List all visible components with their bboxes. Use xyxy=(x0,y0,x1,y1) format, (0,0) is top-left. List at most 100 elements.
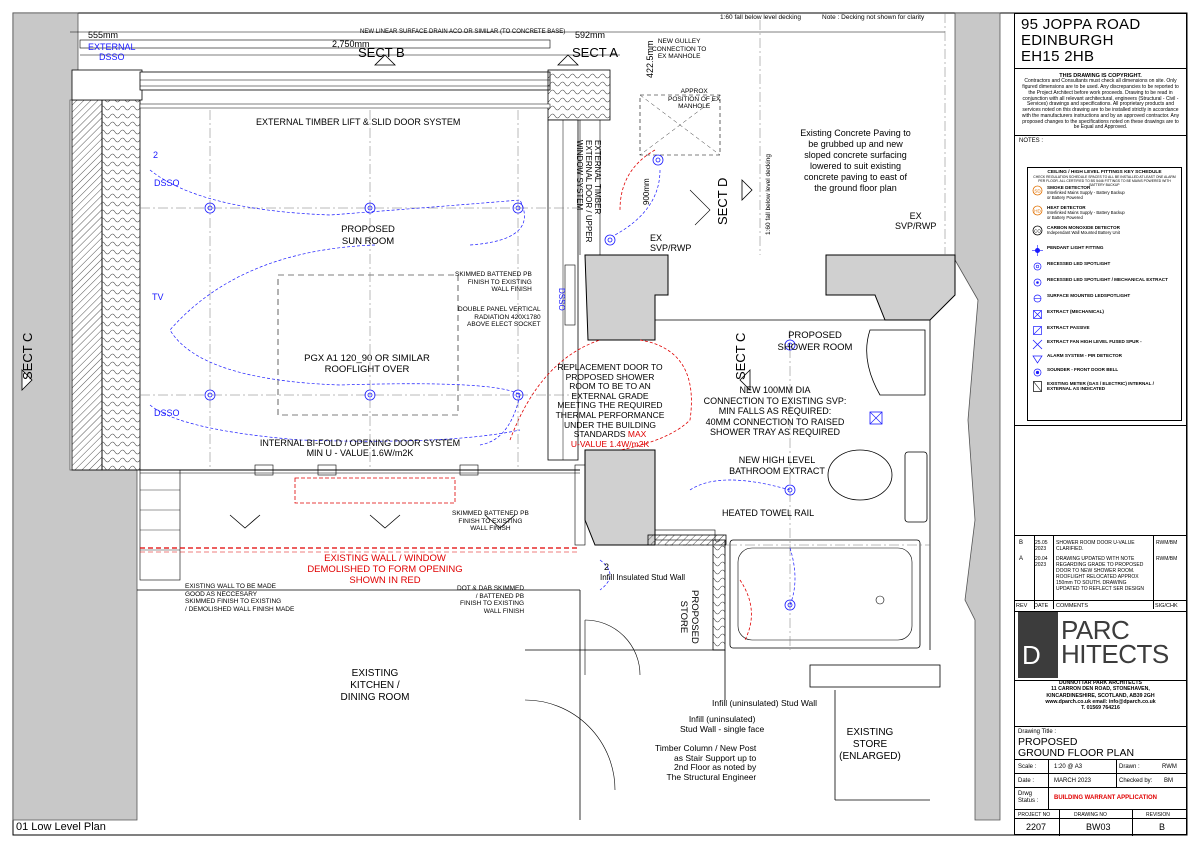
legend-item: EXISTING METER (GAS / ELECTRIC) INTERNAL… xyxy=(1032,381,1178,395)
project-address: 95 JOPPA ROAD EDINBURGH EH15 2HB xyxy=(1015,14,1186,69)
dim-422: 422.5mm xyxy=(645,40,655,78)
num-2a: 2 xyxy=(153,150,159,160)
sect-b: SECT B xyxy=(358,45,405,60)
title-block: 95 JOPPA ROAD EDINBURGH EH15 2HB THIS DR… xyxy=(1014,13,1187,835)
drawing-number: BW03 xyxy=(1086,822,1111,832)
fittings-legend: CEILING / HIGH LEVEL FITTINGS KEY SCHEDU… xyxy=(1027,167,1182,421)
legend-item: EXTRACT PASSIVE xyxy=(1032,325,1178,339)
alarm-icon xyxy=(1032,353,1043,364)
towel-rail-note: HEATED TOWEL RAIL xyxy=(722,508,815,518)
dim-2750: 2,750mm xyxy=(332,39,370,49)
extract-pass-icon xyxy=(1032,325,1043,336)
existing-wall-east xyxy=(954,12,1001,821)
scale-row: Scale : 1:20 @ A3 Drawn : RWM xyxy=(1014,759,1187,774)
legend-item: RECESSED LED SPOTLIGHT xyxy=(1032,261,1178,275)
decking-note: Note : Decking not shown for clarity xyxy=(822,14,925,21)
sect-d: SECT D xyxy=(715,177,730,225)
dim-900: 900mm xyxy=(642,178,651,205)
revision-row: A 20.04 2023 DRAWING UPDATED WITH NOTE R… xyxy=(1019,556,1178,592)
legend-note: CHECK REGULATION SCHEDULE SPACES TO ALL … xyxy=(1033,175,1176,187)
view-title: 01 Low Level Plan xyxy=(16,821,106,833)
legend-item: EXTRACT FAN HIGH LEVEL FUSED SPUR - xyxy=(1032,339,1178,353)
revision-row: B 25.05 2023 SHOWER ROOM DOOR U-VALUE CL… xyxy=(1019,540,1178,552)
legend-item: RECESSED LED SPOTLIGHT / MECHANICAL EXTR… xyxy=(1032,277,1178,291)
tv-label: TV xyxy=(152,292,164,302)
notes-label: NOTES : xyxy=(1019,138,1044,144)
fan-icon xyxy=(1032,339,1043,350)
copyright-note: THIS DRAWING IS COPYRIGHT. Contractors a… xyxy=(1015,69,1186,136)
infill-single-note: Infill (uninsulated)Stud Wall - single f… xyxy=(680,714,765,734)
legend-item: PENDANT LIGHT FITTING xyxy=(1032,245,1178,259)
basin xyxy=(866,329,926,396)
heat-icon: HD xyxy=(1032,205,1043,216)
extract-mech-icon xyxy=(1032,309,1043,320)
sounder-icon xyxy=(1032,367,1043,378)
recessed-icon xyxy=(1032,261,1043,272)
dsso-1: DSSO xyxy=(154,178,180,188)
co-icon: CO xyxy=(1032,225,1043,236)
fall-note-2: 1:60 fall below level decking xyxy=(765,154,772,235)
infill-uninsulated-note: Infill (uninsulated) Stud Wall xyxy=(712,698,818,708)
infill-insulated-note: Infill Insulated Stud Wall xyxy=(600,573,686,582)
west-wall-hatch xyxy=(71,99,103,471)
status-value: BUILDING WARRANT APPLICATION xyxy=(1054,795,1157,801)
spotlights xyxy=(204,154,796,611)
rooflight-outline xyxy=(277,274,459,416)
pendant-icon xyxy=(1032,245,1043,256)
drain-note: NEW LINEAR SURFACE DRAIN ACO OR SIMILAR … xyxy=(360,29,566,35)
legend-item: ALARM SYSTEM - PIR DETECTOR xyxy=(1032,353,1178,367)
wc xyxy=(827,449,893,501)
recessed-ext-icon xyxy=(1032,277,1043,288)
revision-header: REV DATE COMMENTS SIG/CHK xyxy=(1014,600,1187,612)
legend-item: SURFACE MOUNTED LEDSPOTLIGHT xyxy=(1032,293,1178,307)
drawing-title: PROPOSED GROUND FLOOR PLAN xyxy=(1018,736,1135,759)
fall-note: 1:60 fall below level decking xyxy=(720,14,801,21)
sect-a: SECT A xyxy=(572,45,619,60)
project-number: 2207 xyxy=(1026,822,1047,832)
surface-icon xyxy=(1032,293,1043,304)
revision-table: B 25.05 2023 SHOWER ROOM DOOR U-VALUE CL… xyxy=(1014,535,1187,612)
drawing-labels: 555mm 2,750mm 592mm NEW LINEAR SURFACE D… xyxy=(20,14,937,782)
existing-wall-west xyxy=(12,12,138,821)
dim-592: 592mm xyxy=(575,30,606,40)
dim-555: 555mm xyxy=(88,30,119,40)
svg-text:CO: CO xyxy=(1034,228,1041,233)
meter-icon xyxy=(1032,381,1043,392)
shower-tray xyxy=(729,539,921,649)
smoke-icon: SD xyxy=(1032,185,1043,196)
project-row: PROJECT NO DRAWING NO REVISION 2207 BW03… xyxy=(1014,809,1187,836)
legend-item: SOUNDER - FRONT DOOR BELL xyxy=(1032,367,1178,381)
dsso-3: DSSO xyxy=(557,288,566,311)
date-row: Date : MARCH 2023 Checked by: BM xyxy=(1014,773,1187,788)
sect-c-mid: SECT C xyxy=(733,332,748,380)
